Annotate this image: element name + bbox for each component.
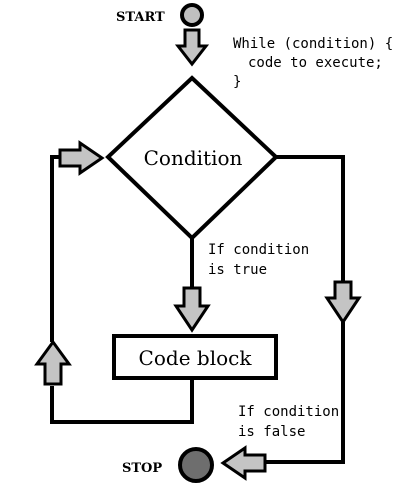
code-block-box (112, 334, 278, 380)
start-label: START (116, 10, 165, 25)
false-branch-line (276, 155, 345, 282)
loop-up-line (50, 155, 60, 342)
arrow-loop-up (34, 339, 72, 386)
arrow-loop-to-condition (58, 140, 105, 176)
true-branch-label-line1: If condition (208, 242, 309, 258)
condition-label: Condition (144, 146, 243, 170)
arrow-start-to-condition (174, 28, 210, 67)
arrow-true-to-code-block (173, 286, 211, 333)
true-branch-label-line2: is true (208, 262, 267, 278)
false-branch-label-line1: If condition (238, 404, 339, 420)
code-block-label: Code block (139, 346, 253, 370)
code-snippet-line2: code to execute; (248, 55, 383, 71)
false-branch-label-line2: is false (238, 424, 305, 440)
start-node (180, 3, 204, 27)
arrow-false-down (324, 280, 362, 325)
stop-node (178, 447, 214, 483)
stop-label: STOP (122, 461, 162, 476)
code-snippet-line1: While (condition) { (233, 36, 393, 52)
false-to-stop-line (265, 322, 345, 464)
loop-back-line (50, 378, 194, 424)
arrow-to-stop (220, 445, 267, 481)
code-snippet-line3: } (233, 74, 241, 90)
